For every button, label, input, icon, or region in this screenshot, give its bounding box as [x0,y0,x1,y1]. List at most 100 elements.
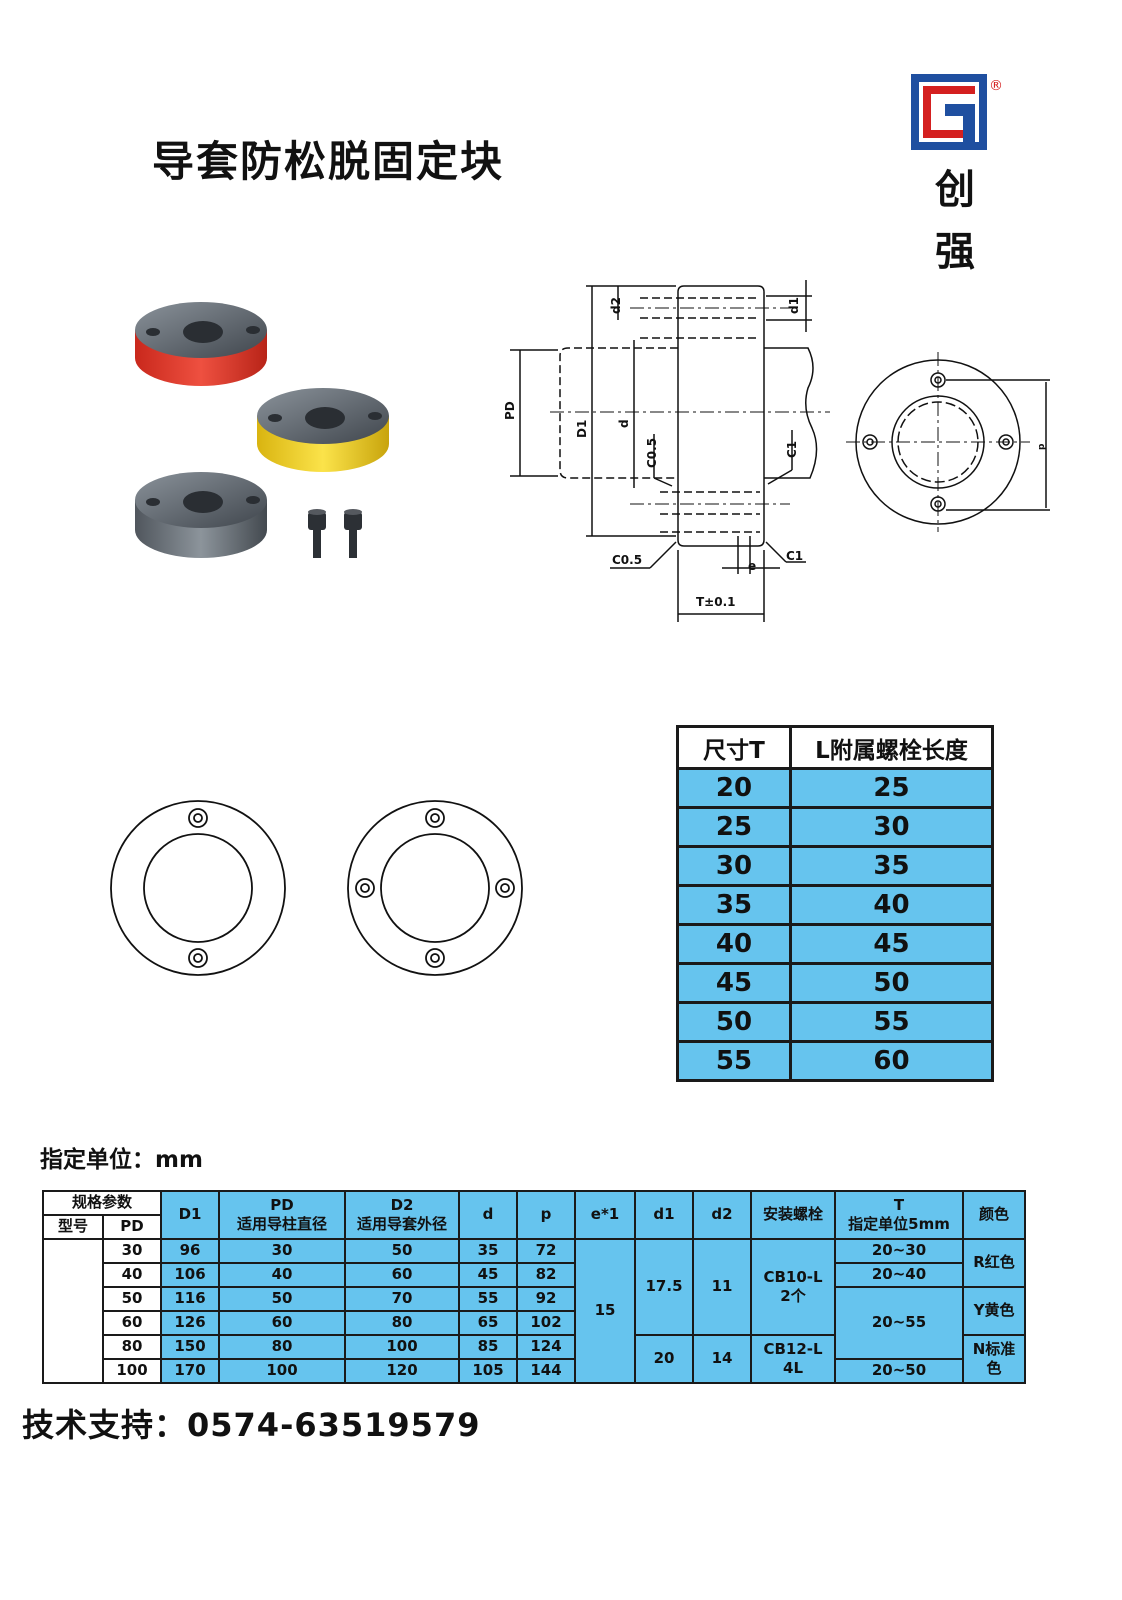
header-d: d [458,1190,519,1240]
cell-t: 45 [676,962,792,1004]
cell-p: 144 [516,1358,577,1384]
cell-d: 45 [458,1262,519,1288]
label-d: d [617,419,631,428]
header-spec-group: 规格参数 [41,1190,163,1216]
cell-t: 55 [676,1040,792,1082]
cell-d2-outer: 80 [344,1310,461,1336]
cell-l: 60 [789,1040,994,1082]
brand-logo: ® 创 强 [905,72,1015,272]
cell-d1-outer: 116 [160,1286,221,1312]
cell-d1-outer: 126 [160,1310,221,1336]
plate-variants-drawing [110,800,523,976]
label-e: e [748,559,756,573]
header-size-t: 尺寸T [676,725,792,770]
header-model: 型号 [42,1214,104,1240]
header-d2: d2 [692,1190,753,1240]
label-d1-outer: D1 [575,420,589,438]
cell-pd: 30 [101,1238,163,1264]
header-e: e*1 [574,1190,637,1240]
cell-d: 85 [458,1334,519,1360]
cell-d1-outer: 170 [160,1358,221,1384]
cell-t: 40 [676,923,792,965]
cell-pd-guide: 50 [218,1286,347,1312]
header-color: 颜色 [962,1190,1027,1240]
cell-l: 35 [789,845,994,887]
page-title: 导套防松脱固定块 [152,137,505,186]
header-pd-small: PD [101,1214,163,1240]
header-p: p [516,1190,577,1240]
cell-t: 20 [676,767,792,809]
header-d1-outer: D1 [160,1190,221,1240]
table-row: 100 170 100 120 105 144 20~50 [43,1358,1025,1384]
cell-d: 55 [458,1286,519,1312]
cell-p: 82 [516,1262,577,1288]
cell-d2-outer: 60 [344,1262,461,1288]
logo-mark-icon [911,74,987,150]
label-c05-inner: C0.5 [645,438,659,468]
cell-d: 35 [458,1238,519,1264]
technical-drawing: PD D1 d d2 d1 C0.5 C1 C0.5 C1 e T±0.1 p [503,280,1050,622]
label-c05-outer: C0.5 [612,553,642,567]
cell-d1-outer: 96 [160,1238,221,1264]
product-photo [135,302,389,558]
label-p: p [1037,443,1047,450]
cell-d2-outer: 100 [344,1334,461,1360]
cell-p: 92 [516,1286,577,1312]
cell-pd-guide: 40 [218,1262,347,1288]
label-c1-inner: C1 [785,441,799,458]
brand-name-line2: 强 [935,229,975,275]
cell-color: Y黄色 [962,1286,1027,1336]
support-phone: 技术支持：0574-63519579 [22,1406,481,1444]
brand-name-line1: 创 [935,167,975,213]
cell-t: 25 [676,806,792,848]
standard-ring-part [135,472,267,558]
red-ring-part [135,302,267,386]
cell-d2-outer: 120 [344,1358,461,1384]
label-t: T±0.1 [696,595,736,609]
cell-d1: 17.5 [634,1238,695,1336]
cell-l: 45 [789,923,994,965]
cell-t: 35 [676,884,792,926]
label-c1-outer: C1 [786,549,803,563]
cell-d2-outer: 70 [344,1286,461,1312]
cell-e: 15 [574,1238,637,1384]
cell-pd-guide: 30 [218,1238,347,1264]
cell-pd: 40 [101,1262,163,1288]
cell-t: 50 [676,1001,792,1043]
label-d1: d1 [787,297,801,314]
header-bolt: 安装螺栓 [750,1190,837,1240]
cell-l: 25 [789,767,994,809]
cell-color: R红色 [962,1238,1027,1288]
cell-pd: 60 [101,1310,163,1336]
cell-d2: 11 [692,1238,753,1336]
cell-pd: 50 [101,1286,163,1312]
yellow-ring-part [257,388,389,472]
cell-d1: 20 [634,1334,695,1384]
cell-t: 20~55 [834,1286,965,1360]
cell-t: 20~40 [834,1262,965,1288]
cell-p: 72 [516,1238,577,1264]
cell-pd: 100 [101,1358,163,1384]
cell-pd-guide: 80 [218,1334,347,1360]
cell-l: 40 [789,884,994,926]
table-row: 40 106 40 60 45 82 20~40 [43,1262,1025,1288]
cell-t: 30 [676,845,792,887]
cell-t: 20~50 [834,1358,965,1384]
cell-pd-guide: 60 [218,1310,347,1336]
